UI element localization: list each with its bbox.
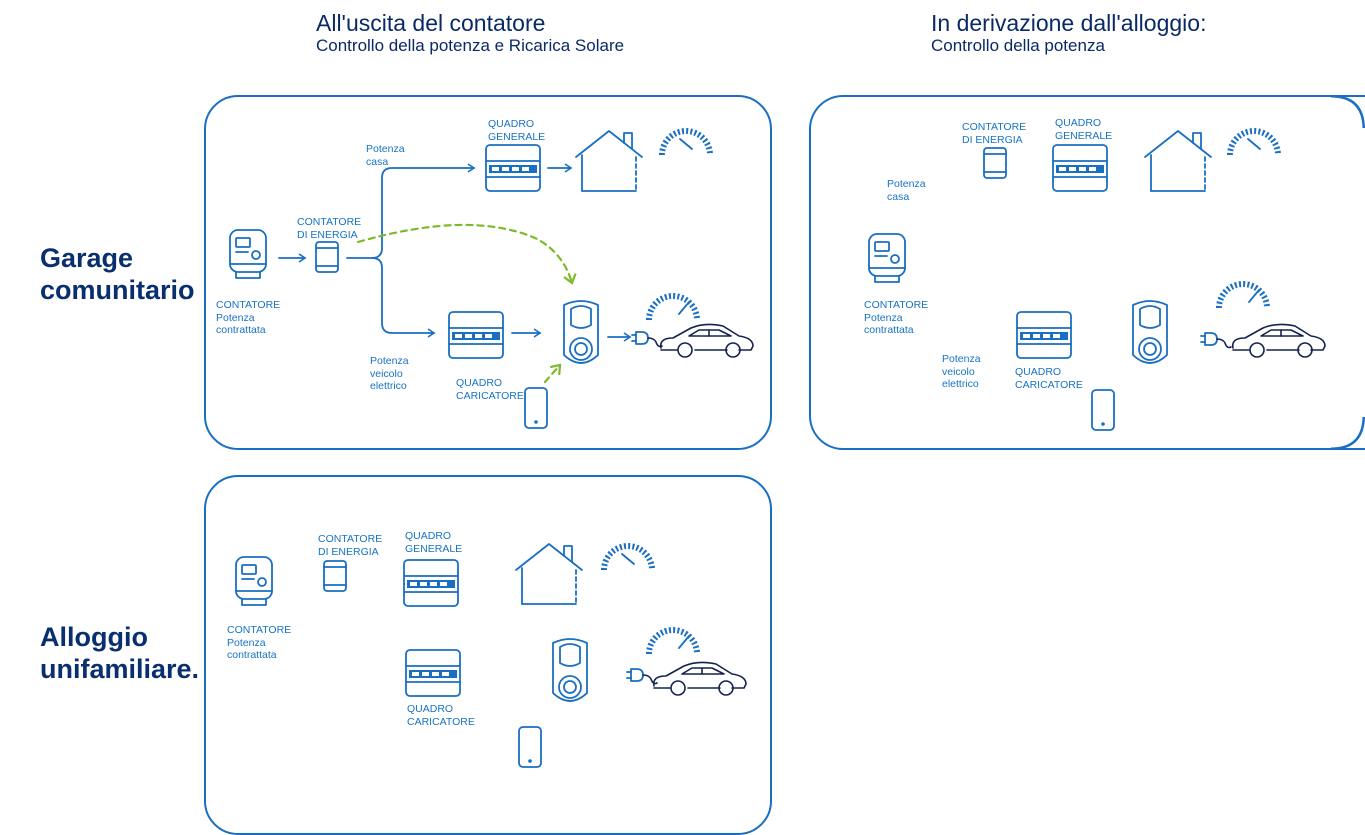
- meter-icon: [235, 556, 273, 606]
- charger-icon: [563, 300, 599, 364]
- house-icon: [1144, 130, 1212, 192]
- charger-icon: [1132, 300, 1168, 364]
- header-left-title: All'uscita del contatore: [316, 10, 546, 36]
- energy-meter-icon: [315, 241, 339, 273]
- meter-label: CONTATORE Potenza contrattata: [227, 624, 292, 662]
- meter-label: CONTATORE Potenza contrattata: [864, 299, 929, 337]
- general-board-icon: [403, 559, 459, 607]
- gauge-icon: [646, 627, 700, 655]
- plug-icon: [631, 331, 663, 348]
- gauge-icon: [1216, 281, 1270, 309]
- charger-board-label: QUADRO CARICATORE: [407, 703, 475, 728]
- general-board-icon: [485, 144, 541, 192]
- row-label-garage: Garage comunitario: [40, 243, 195, 307]
- house-power-label: Potenza casa: [366, 143, 405, 168]
- phone-icon: [524, 387, 548, 429]
- energy-meter-label: CONTATORE DI ENERGIA: [297, 216, 362, 241]
- row-label-garage-line2: comunitario: [40, 274, 195, 305]
- charger-board-label: QUADRO CARICATORE: [1015, 366, 1083, 391]
- general-board-label: QUADRO GENERALE: [488, 118, 546, 143]
- energy-meter-label: CONTATORE DI ENERGIA: [962, 121, 1027, 146]
- header-right: In derivazione dall'alloggio: Controllo …: [931, 10, 1206, 56]
- plug-icon: [626, 668, 658, 685]
- row-label-alloggio-line2: unifamiliare.: [40, 653, 200, 684]
- general-board-label: QUADRO GENERALE: [405, 530, 463, 555]
- header-right-subtitle: Controllo della potenza: [931, 36, 1105, 56]
- row-label-alloggio: Alloggio unifamiliare.: [40, 622, 199, 686]
- header-left-subtitle: Controllo della potenza e Ricarica Solar…: [316, 36, 625, 56]
- meter-label: CONTATORE Potenza contrattata: [216, 299, 281, 337]
- panel-right-edge: [1330, 95, 1365, 450]
- energy-meter-icon: [323, 560, 347, 592]
- ev-power-label: Potenza veicolo elettrico: [370, 355, 409, 393]
- house-power-label: Potenza casa: [887, 178, 926, 203]
- charger-board-icon: [448, 311, 504, 359]
- phone-icon: [1091, 389, 1115, 431]
- charger-board-label: QUADRO CARICATORE: [456, 377, 524, 402]
- gauge-icon: [1227, 128, 1281, 156]
- gauge-icon: [646, 293, 700, 321]
- meter-icon: [229, 229, 267, 279]
- house-icon: [575, 130, 643, 192]
- energy-meter-icon: [983, 147, 1007, 179]
- charger-icon: [552, 638, 588, 702]
- header-right-title: In derivazione dall'alloggio:: [931, 10, 1207, 36]
- charger-board-icon: [405, 649, 461, 697]
- diagram-panel-garage-meter-output: [204, 95, 772, 450]
- header-left: All'uscita del contatore Controllo della…: [316, 10, 624, 56]
- row-label-alloggio-line1: Alloggio: [40, 622, 148, 652]
- diagram-panel-single-family-home: [204, 475, 772, 835]
- meter-icon: [868, 233, 906, 283]
- diagram-panel-garage-derivation: [809, 95, 1365, 450]
- house-icon: [515, 543, 583, 605]
- car-icon: [1231, 323, 1326, 358]
- row-label-garage-line1: Garage: [40, 243, 134, 273]
- phone-icon: [518, 726, 542, 768]
- energy-meter-label: CONTATORE DI ENERGIA: [318, 533, 383, 558]
- general-board-label: QUADRO GENERALE: [1055, 117, 1113, 142]
- gauge-icon: [659, 128, 713, 156]
- car-icon: [652, 661, 747, 696]
- charger-board-icon: [1016, 311, 1072, 359]
- car-icon: [659, 323, 754, 358]
- ev-power-label: Potenza veicolo elettrico: [942, 353, 981, 391]
- plug-icon: [1200, 332, 1232, 349]
- general-board-icon: [1052, 144, 1108, 192]
- gauge-icon: [601, 543, 655, 571]
